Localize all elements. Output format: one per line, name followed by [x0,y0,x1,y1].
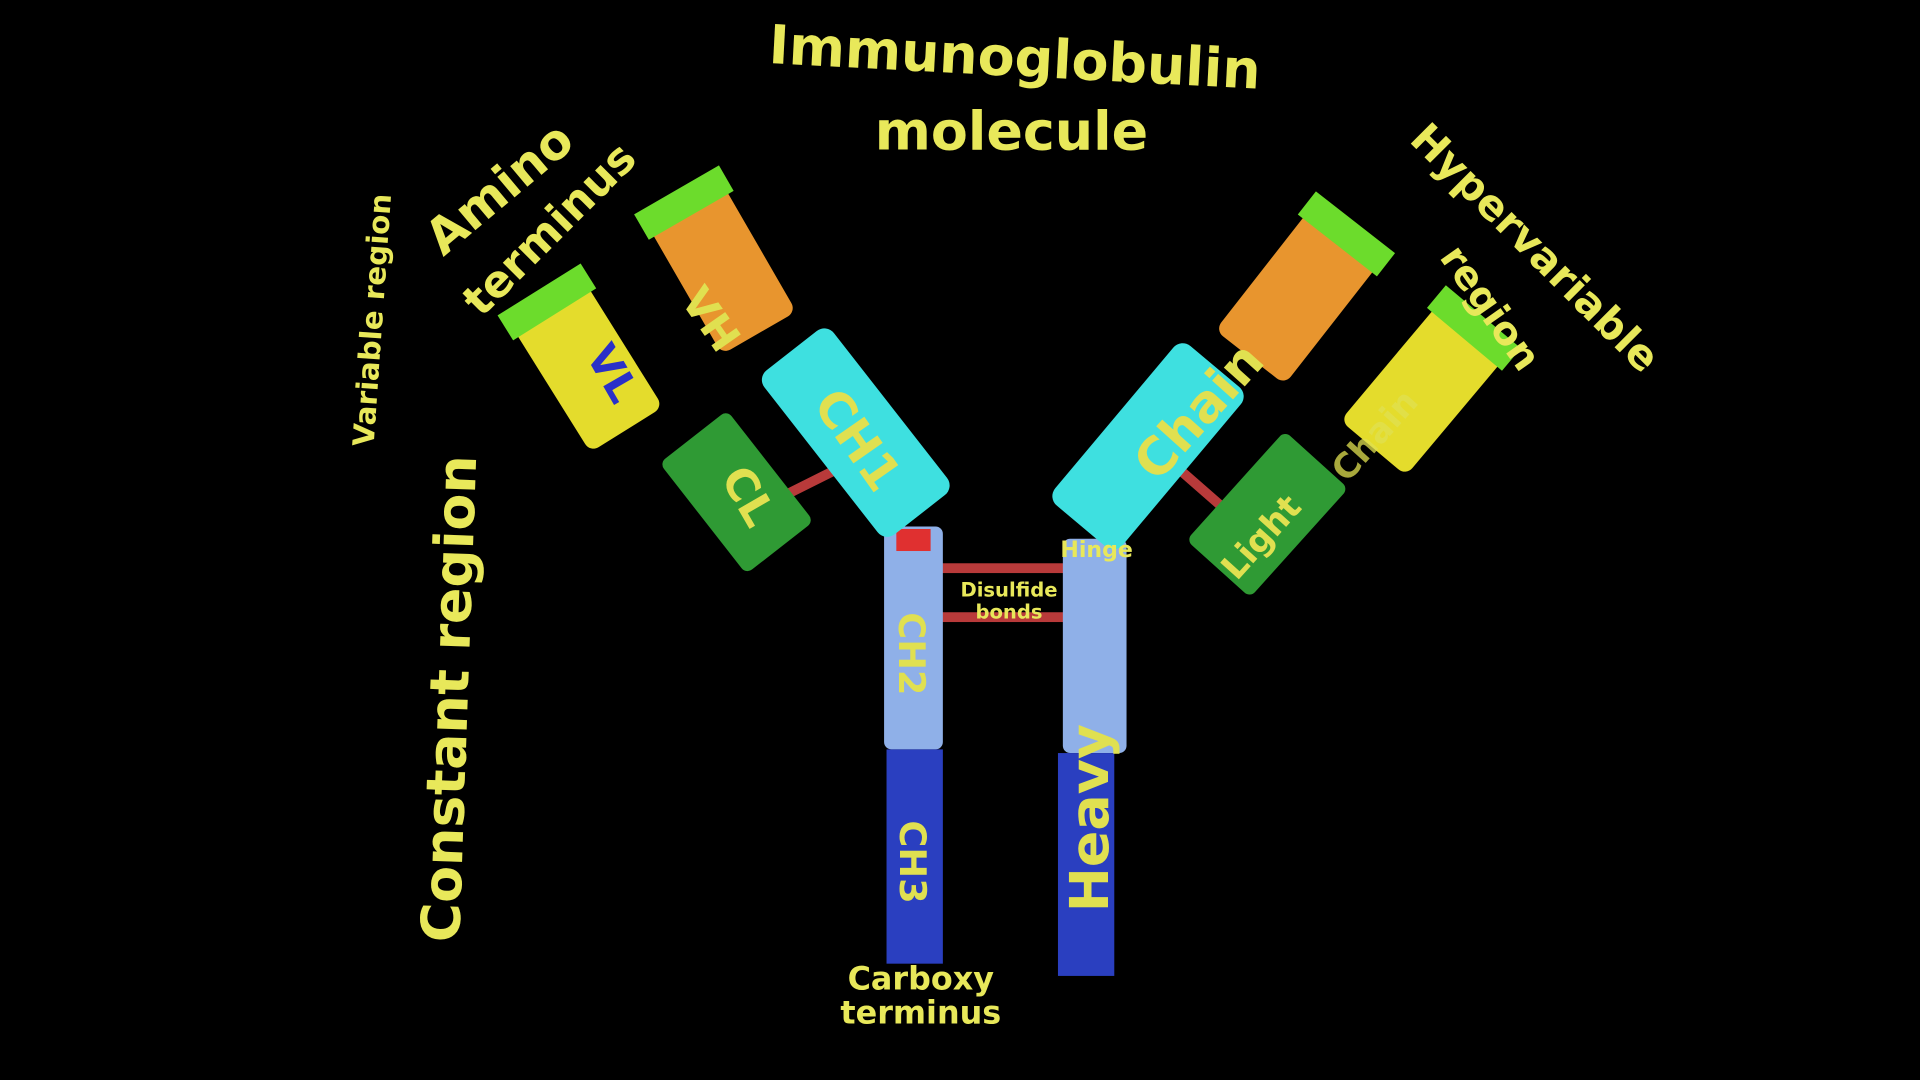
carboxy-label: Carboxy [848,959,995,997]
bonds-label: bonds [975,600,1042,623]
vl-domain [516,286,660,449]
ch2-domain-left [884,526,943,750]
ch2-label: CH2 [890,612,933,695]
heavy-label: Heavy [1058,724,1121,912]
right-light-variable [1344,307,1501,472]
hypervariable-tip-vl [497,263,597,341]
cl-domain [662,413,811,572]
ch3-domain-right [1057,753,1115,976]
disulfide-bond-hinge-lower [940,612,1066,623]
disulfide-bond-hinge-upper [940,563,1066,574]
ch3-domain-left [886,749,943,964]
disulfide-label: Disulfide [960,578,1057,601]
hypervariable-tip-vh [634,165,734,240]
hinge-label: Hinge [1060,538,1132,563]
right-heavy-constant [1052,343,1244,550]
hypervariable-tip-right-heavy [1297,191,1396,277]
title-line2: molecule [875,99,1148,162]
hinge-left [896,528,931,552]
right-light-constant [1189,434,1346,595]
hypervariable-tip-right-light [1426,285,1521,371]
vh-domain [652,187,793,351]
right-heavy-variable [1219,213,1375,381]
ch3-label: CH3 [891,820,934,903]
ch2-domain-right [1062,538,1127,754]
ch1-domain [761,328,950,537]
carboxy-terminus-label: terminus [840,994,1001,1032]
